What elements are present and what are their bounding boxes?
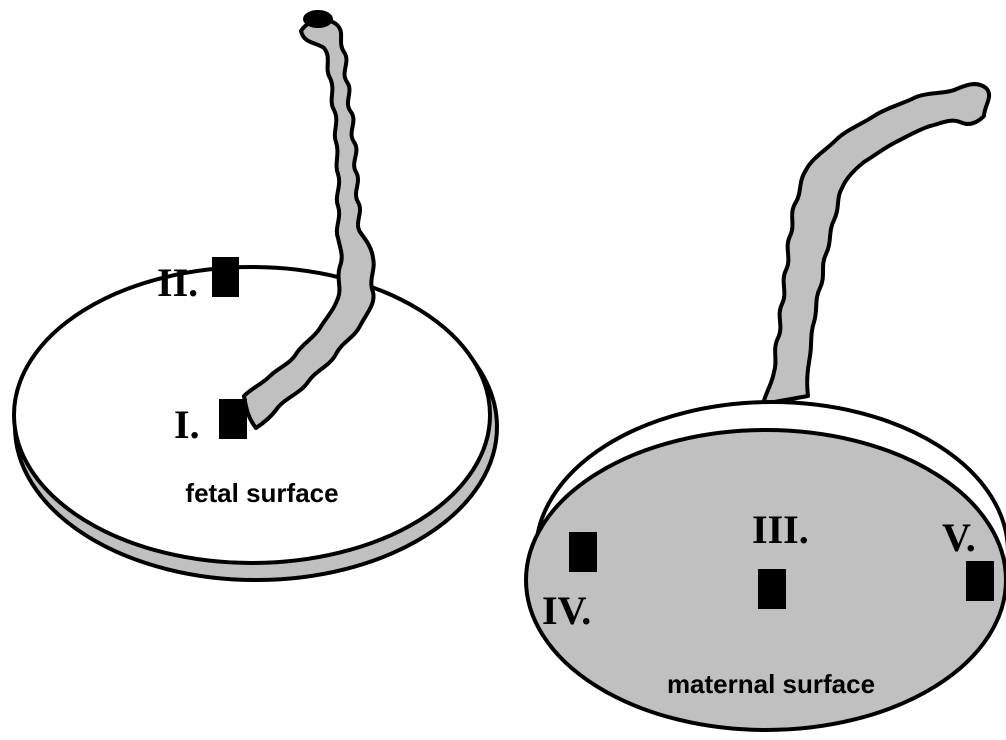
sample-label-II: II. bbox=[157, 260, 198, 305]
cord-clamp-tip bbox=[303, 10, 333, 28]
maternal-placenta: III. IV. V. maternal surface bbox=[526, 84, 1006, 730]
sample-block-III bbox=[758, 569, 786, 609]
maternal-umbilical-cord bbox=[763, 84, 989, 404]
sample-block-V bbox=[966, 561, 994, 601]
fetal-placenta: I. II. fetal surface bbox=[14, 10, 497, 580]
sample-label-I: I. bbox=[174, 402, 200, 447]
sample-block-I bbox=[219, 399, 247, 439]
sample-block-II bbox=[212, 257, 239, 297]
sample-label-V: V. bbox=[942, 515, 976, 560]
sample-label-IV: IV. bbox=[542, 588, 591, 633]
sample-label-III: III. bbox=[752, 507, 809, 552]
maternal-surface-label: maternal surface bbox=[667, 669, 875, 699]
sample-block-IV bbox=[569, 532, 597, 572]
fetal-surface-label: fetal surface bbox=[185, 478, 338, 508]
